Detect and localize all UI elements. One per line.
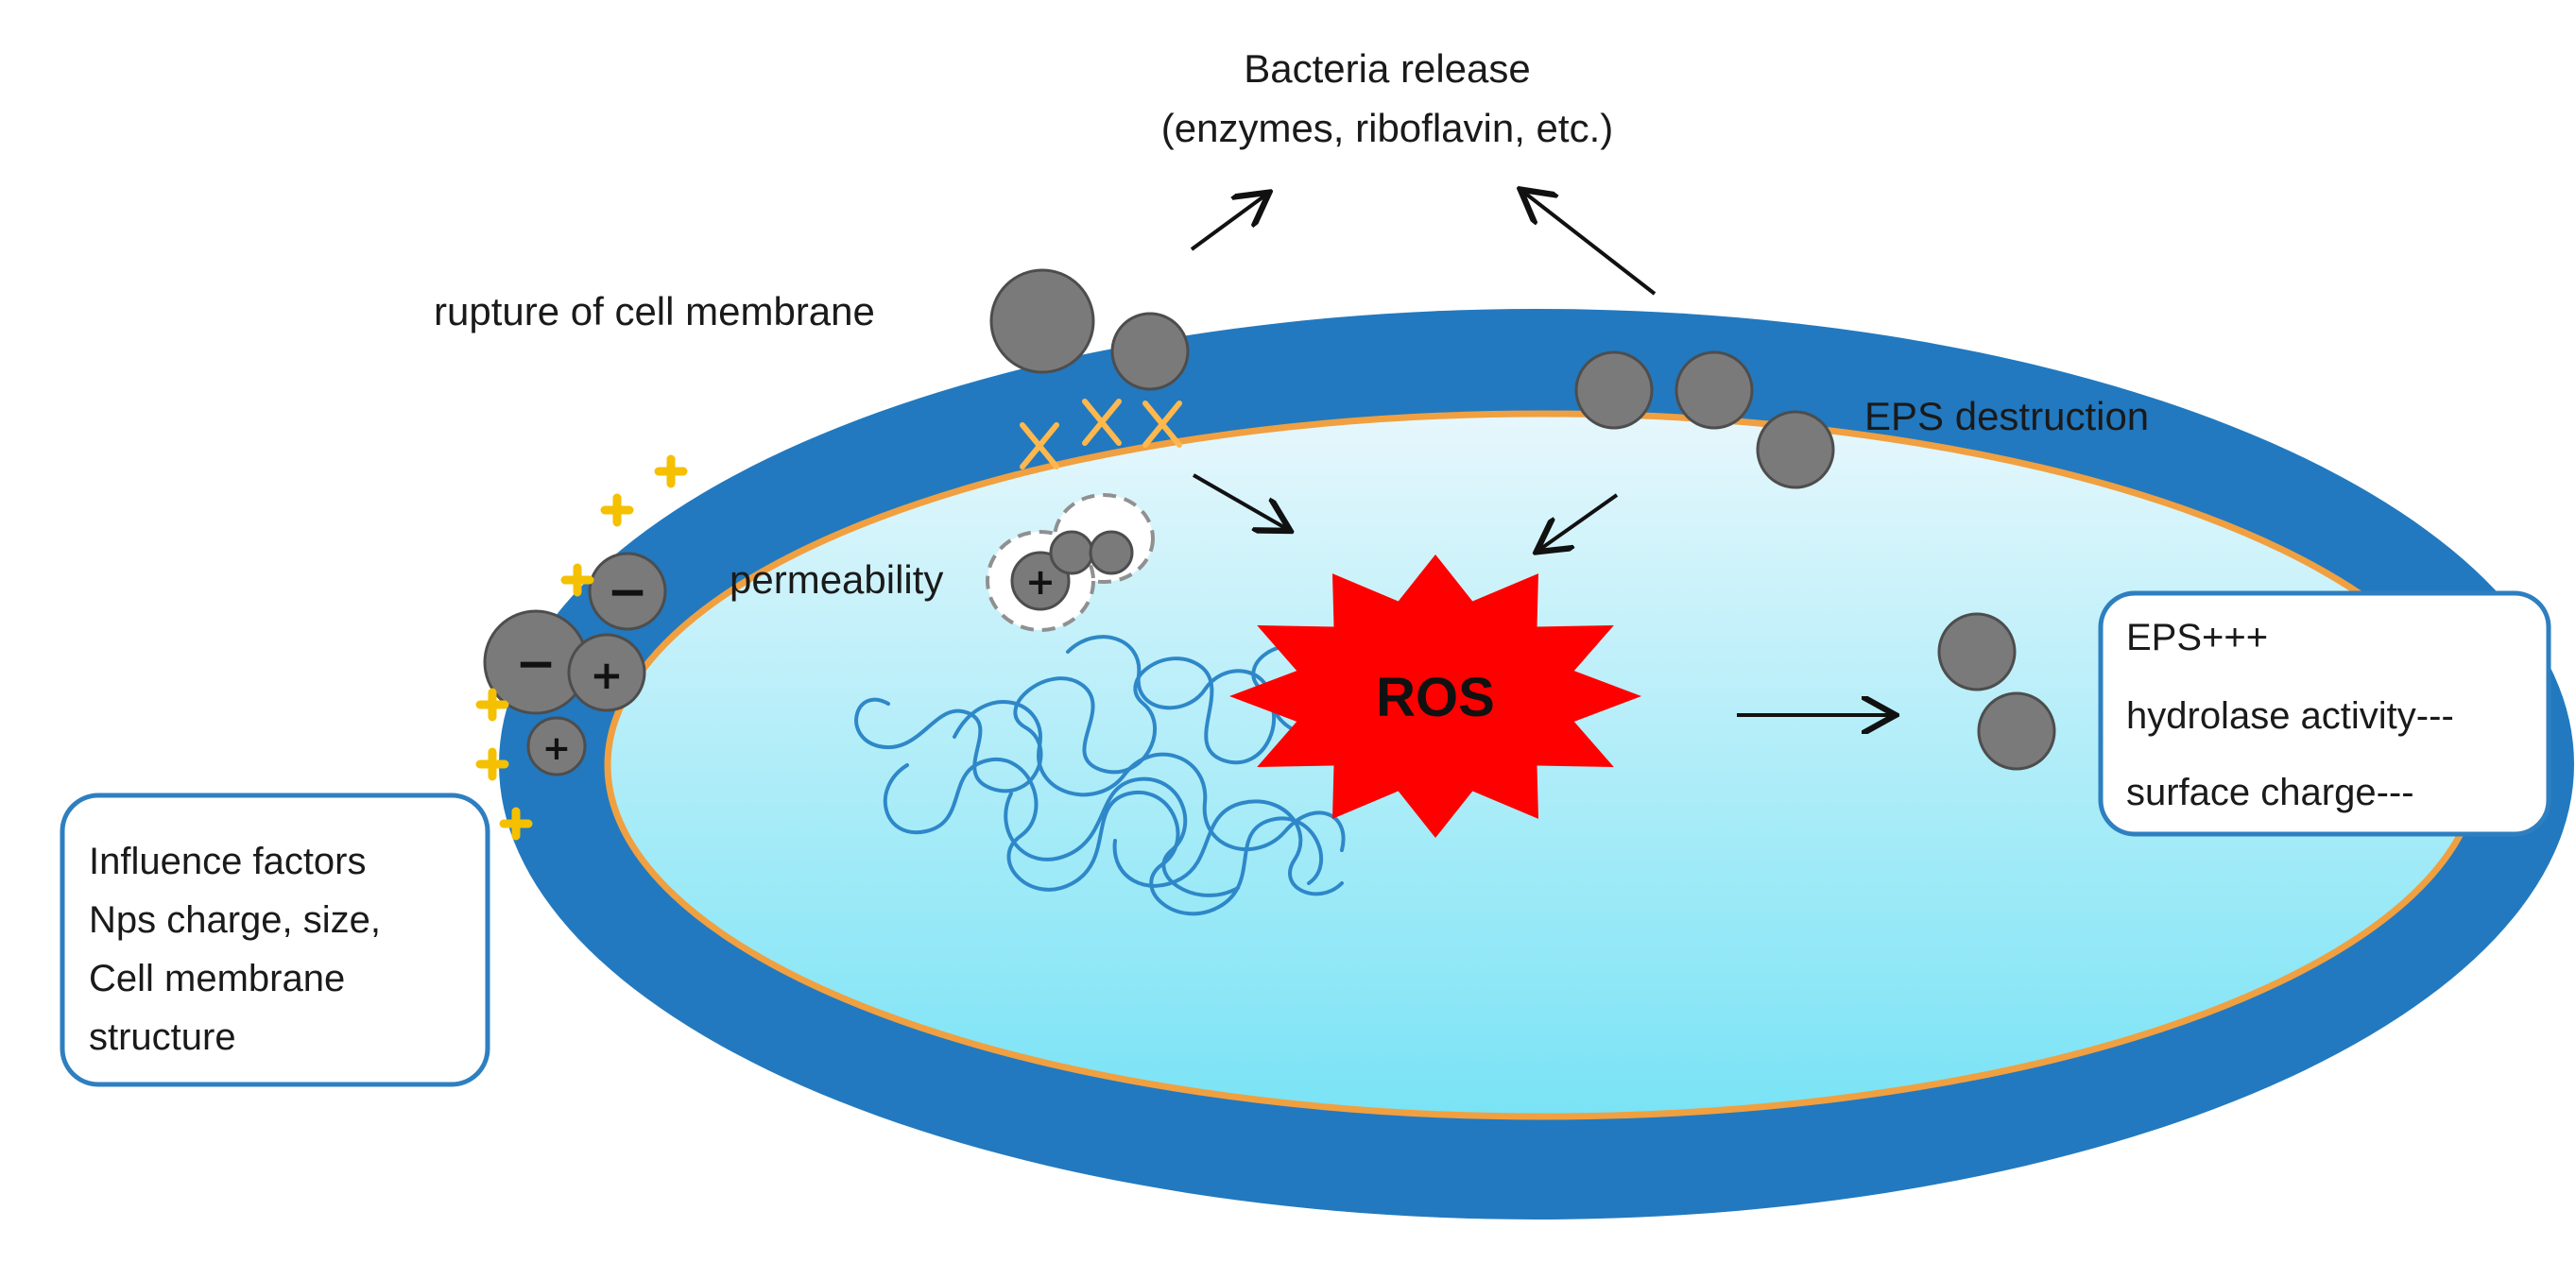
effects-box: EPS+++ hydrolase activity--- surface cha…	[2098, 590, 2551, 837]
minus-sign: −	[515, 636, 557, 692]
plus-sign: +	[590, 652, 623, 698]
release-arrow-right	[1523, 192, 1657, 296]
nanoparticle	[989, 268, 1095, 374]
positive-particle	[526, 716, 587, 776]
positive-charge-marks	[475, 454, 688, 841]
effects-line: EPS+++	[2126, 617, 2268, 658]
ros-burst	[1229, 554, 1641, 838]
bacteria-release-subtitle: (enzymes, riboflavin, etc.)	[1161, 106, 1614, 150]
arrows	[1190, 192, 1892, 715]
release-arrow-left	[1190, 195, 1266, 251]
effects-line: surface charge---	[2126, 772, 2414, 813]
plus-sign: +	[542, 729, 571, 768]
membrane-damage-marks	[1020, 399, 1182, 469]
ros-label: ROS	[1376, 667, 1495, 728]
influence-line: Nps charge, size,	[89, 899, 381, 941]
nanoparticle	[1110, 312, 1190, 391]
permeability-label: permeability	[730, 557, 943, 602]
nanoparticle	[1674, 350, 1754, 430]
nanoparticle	[1574, 350, 1654, 430]
membrane-to-ros-arrow	[1193, 473, 1287, 529]
eps-destruction-label: EPS destruction	[1864, 394, 2149, 438]
nanoparticle	[1937, 612, 2017, 691]
minus-sign: −	[607, 564, 648, 621]
nanoparticle	[1977, 691, 2056, 771]
bacteria-release-title: Bacteria release	[1244, 46, 1531, 91]
nanoparticle	[1756, 410, 1835, 489]
permeability-particle: +	[986, 493, 1155, 632]
influence-factors-box: Influence factors Nps charge, size, Cell…	[60, 793, 490, 1087]
eps-to-ros-arrow	[1539, 493, 1619, 550]
influence-line: Influence factors	[89, 841, 367, 882]
negative-particle	[588, 552, 667, 631]
positive-particle	[567, 633, 646, 712]
rupture-label: rupture of cell membrane	[434, 289, 875, 333]
influence-line: structure	[89, 1016, 236, 1058]
influence-line: Cell membrane	[89, 958, 345, 999]
charged-particle-cluster: − − + +	[483, 552, 667, 776]
effects-line: hydrolase activity---	[2126, 695, 2454, 737]
plus-sign: +	[1025, 561, 1056, 603]
